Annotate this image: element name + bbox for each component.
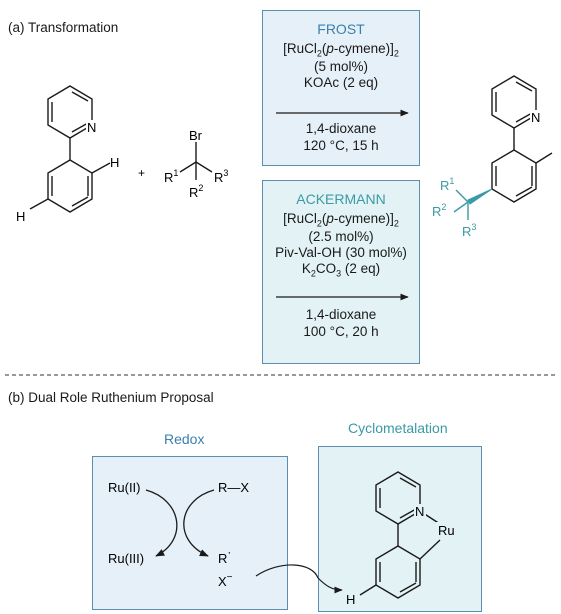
frost-loading: (5 mol%) <box>313 59 368 74</box>
reagent-r2: R2 <box>189 183 203 200</box>
product-alkyl-group <box>453 189 469 220</box>
ackermann-base: K2CO3 (2 eq) <box>301 261 381 279</box>
redox-rx: R—X <box>218 480 249 495</box>
ackermann-title: ACKERMANN <box>296 191 386 207</box>
product-meta-alkylated <box>491 75 553 203</box>
product-r2: R2 <box>432 202 446 219</box>
substrate-n: N <box>87 120 96 135</box>
reagent-br: Br <box>189 128 203 143</box>
reagent-r3: R3 <box>214 168 228 185</box>
product-r3: R3 <box>462 222 476 239</box>
redox-x-anion: X− <box>218 572 233 589</box>
ru-oxidation-arrow <box>145 489 178 557</box>
cyclometalation-title: Cyclometalation <box>348 420 448 436</box>
redox-ru2: Ru(II) <box>108 480 141 495</box>
ackermann-catalyst: [RuCl2(p-cymene)]2 <box>283 211 399 229</box>
ackermann-conditions-box: ACKERMANN [RuCl2(p-cymene)]2 (2.5 mol%) … <box>262 180 420 364</box>
cyclo-ru: Ru <box>438 523 455 538</box>
frost-base: KOAc (2 eq) <box>303 75 379 90</box>
substrate-2-phenylpyridine <box>29 85 111 213</box>
ackermann-loading: (2.5 mol%) <box>308 229 374 244</box>
section-a-heading: (a) Transformation <box>8 20 119 35</box>
plus-sign: + <box>138 166 145 180</box>
frost-catalyst: [RuCl2(p-cymene)]2 <box>283 41 399 59</box>
substrate-h-meta: H <box>16 209 25 224</box>
frost-title: FROST <box>317 21 365 37</box>
redox-ru3: Ru(III) <box>108 551 144 566</box>
frost-solvent: 1,4-dioxane <box>305 121 377 136</box>
product-new-bond <box>467 188 493 205</box>
ackermann-additive: Piv-Val-OH (30 mol%) <box>275 245 407 260</box>
alkyl-bromide-reagent <box>179 142 213 180</box>
section-b-heading: (b) Dual Role Ruthenium Proposal <box>8 390 214 405</box>
substrate-h-ortho: H <box>110 155 119 170</box>
redox-title: Redox <box>164 431 205 447</box>
ruthenacycle <box>359 471 441 599</box>
rx-reduction-arrow <box>183 489 215 557</box>
cyclo-n: N <box>415 504 424 519</box>
cyclo-h: H <box>346 592 355 607</box>
reagent-r1: R1 <box>164 168 178 185</box>
ackermann-solvent: 1,4-dioxane <box>305 307 377 322</box>
radical-attack-arrow <box>255 564 319 579</box>
frost-conditions-box: FROST [RuCl2(p-cymene)]2 (5 mol%) KOAc (… <box>262 10 420 166</box>
product-r1: R1 <box>440 176 454 193</box>
frost-temp-time: 120 °C, 15 h <box>303 138 379 153</box>
product-n: N <box>531 110 540 125</box>
ackermann-temp-time: 100 °C, 20 h <box>303 324 379 339</box>
redox-box <box>92 456 288 610</box>
redox-r-radical: R· <box>218 545 231 566</box>
